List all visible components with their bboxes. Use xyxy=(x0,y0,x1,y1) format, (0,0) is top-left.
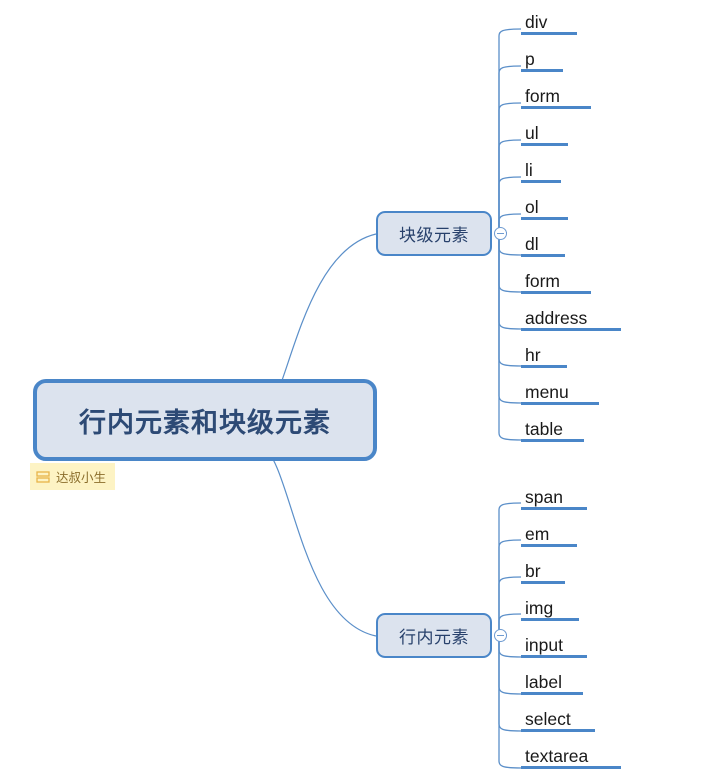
leaf-item-label: li xyxy=(525,159,533,180)
leaf-item[interactable]: label xyxy=(525,663,562,693)
author-tag-label: 达叔小生 xyxy=(56,471,107,485)
leaf-item[interactable]: dl xyxy=(525,225,539,255)
leaf-item-label: table xyxy=(525,418,563,439)
leaf-item-underline xyxy=(521,618,579,621)
leaf-item-label: dl xyxy=(525,233,539,254)
author-tag[interactable]: 达叔小生 xyxy=(30,463,116,490)
leaf-item-underline xyxy=(521,402,599,405)
leaf-item-underline xyxy=(521,291,591,294)
leaf-item-label: input xyxy=(525,634,563,655)
leaf-item[interactable]: input xyxy=(525,626,563,656)
leaf-item-underline xyxy=(521,655,587,658)
leaf-item[interactable]: br xyxy=(525,552,541,582)
leaf-item-underline xyxy=(521,217,568,220)
leaf-item[interactable]: li xyxy=(525,151,533,181)
leaf-item[interactable]: form xyxy=(525,262,560,292)
leaf-item[interactable]: select xyxy=(525,700,571,730)
leaf-item[interactable]: textarea xyxy=(525,737,588,767)
leaf-item-label: address xyxy=(525,307,588,328)
leaf-item-label: select xyxy=(525,708,571,729)
collapse-minus-icon-inline-level[interactable] xyxy=(494,629,507,642)
leaf-item-label: br xyxy=(525,560,541,581)
leaf-item-label: em xyxy=(525,523,550,544)
branch-node-inline-level-label: 行内元素 xyxy=(399,628,469,647)
root-node[interactable]: 行内元素和块级元素 xyxy=(33,379,377,461)
leaf-item[interactable]: ol xyxy=(525,188,539,218)
leaf-item-underline xyxy=(521,106,591,109)
leaf-item-label: ul xyxy=(525,122,539,143)
leaf-item-underline xyxy=(521,692,583,695)
leaf-item-label: p xyxy=(525,48,535,69)
branch-node-block-level-label: 块级元素 xyxy=(399,226,469,245)
connector-root-to-inline xyxy=(261,445,377,637)
leaf-item-underline xyxy=(521,766,621,769)
leaf-item-underline xyxy=(521,328,621,331)
leaf-item-label: menu xyxy=(525,381,569,402)
leaf-item-underline xyxy=(521,581,565,584)
leaf-item-label: div xyxy=(525,11,548,32)
leaf-item-underline xyxy=(521,69,563,72)
leaf-item-label: img xyxy=(525,597,554,618)
leaf-item[interactable]: img xyxy=(525,589,553,619)
leaf-item[interactable]: ul xyxy=(525,114,539,144)
leaf-item-label: form xyxy=(525,270,560,291)
leaf-item-label: hr xyxy=(525,344,541,365)
leaf-item-underline xyxy=(521,507,587,510)
leaf-item-underline xyxy=(521,143,568,146)
leaf-item[interactable]: span xyxy=(525,478,563,508)
leaf-item[interactable]: form xyxy=(525,77,560,107)
leaf-item[interactable]: menu xyxy=(525,373,569,403)
leaf-item[interactable]: address xyxy=(525,299,587,329)
leaf-item[interactable]: table xyxy=(525,410,563,440)
leaf-item-underline xyxy=(521,544,577,547)
leaf-item-underline xyxy=(521,254,565,257)
branch-node-inline-level[interactable]: 行内元素 xyxy=(376,613,492,658)
leaf-item[interactable]: em xyxy=(525,515,549,545)
leaf-item-label: textarea xyxy=(525,745,589,766)
leaf-item-underline xyxy=(521,729,595,732)
leaf-item-label: ol xyxy=(525,196,539,217)
leaf-item-underline xyxy=(521,32,577,35)
root-node-label: 行内元素和块级元素 xyxy=(79,407,331,438)
leaf-item[interactable]: hr xyxy=(525,336,541,366)
branch-node-block-level[interactable]: 块级元素 xyxy=(376,211,492,256)
leaf-item[interactable]: div xyxy=(525,3,547,33)
leaf-item-label: span xyxy=(525,486,563,507)
collapse-minus-icon-block-level[interactable] xyxy=(494,227,507,240)
leaf-item-label: form xyxy=(525,85,560,106)
leaf-item-underline xyxy=(521,439,584,442)
leaf-item-label: label xyxy=(525,671,562,692)
leaf-item[interactable]: p xyxy=(525,40,535,70)
leaf-item-underline xyxy=(521,180,561,183)
leaf-item-underline xyxy=(521,365,567,368)
list-note-icon xyxy=(36,470,50,483)
